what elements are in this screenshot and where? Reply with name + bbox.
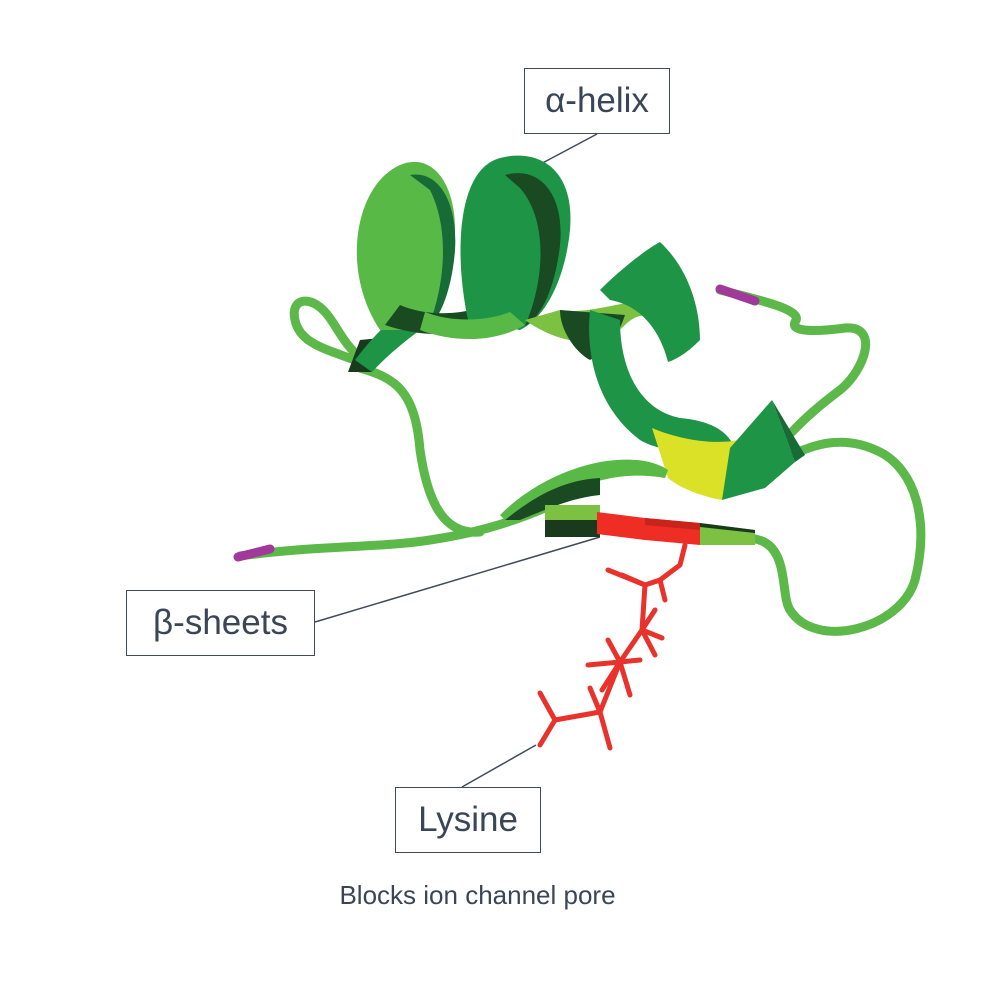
coil-loops	[235, 285, 926, 636]
lysine-label: Lysine	[395, 787, 541, 853]
beta-sheets	[545, 505, 755, 545]
lysine-callout-line	[461, 744, 537, 788]
beta-sheets-label: β-sheets	[126, 590, 315, 656]
alpha-helix	[348, 155, 805, 520]
sheets-callout-line	[314, 536, 601, 623]
lysine-side-chain	[537, 542, 688, 751]
alpha-helix-label: α-helix	[524, 68, 670, 134]
c-terminus	[715, 284, 760, 306]
n-terminus	[233, 544, 275, 562]
caption: Blocks ion channel pore	[339, 880, 616, 910]
